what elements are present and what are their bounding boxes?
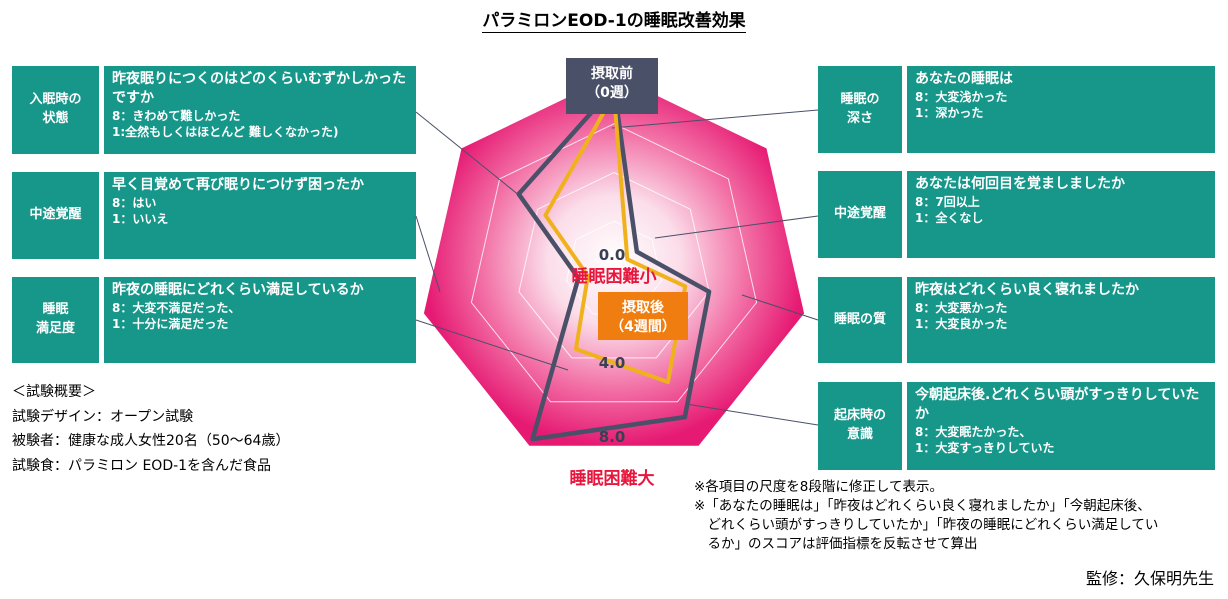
- scale-high: 8：きわめて難しかった: [112, 108, 241, 123]
- right-item-label: 起床時の 意識: [818, 382, 902, 470]
- legend-badge-before: [566, 58, 658, 114]
- question-text: 昨夜はどれくらい良く寝れましたか: [915, 282, 1139, 298]
- legend-label: 摂取後: [622, 299, 665, 316]
- radar-background: [423, 75, 805, 446]
- legend-label: （4週間）: [610, 319, 676, 335]
- series-line-after: [543, 92, 688, 385]
- right-item-night-waking: 中途覚醒 あなたは何回目を覚ましましたか 8：7回以上 1：全くなし: [818, 171, 1215, 258]
- note-line: どれくらい頭がすっきりしていたか」「昨夜の睡眠にどれくらい満足してい: [694, 516, 1159, 533]
- note-line: ※各項目の尺度を8段階に修正して表示。: [694, 479, 943, 495]
- right-item-label: 中途覚醒: [818, 171, 902, 258]
- question-text: あなたは何回目を覚ましましたか: [915, 176, 1125, 192]
- scale-low: 1：深かった: [915, 106, 984, 121]
- supervisor-credit: 監修：久保明先生: [1085, 569, 1214, 588]
- connector-line: [685, 403, 819, 426]
- connector-line: [415, 319, 569, 371]
- overview-heading: ＜試験概要＞: [12, 384, 96, 400]
- left-item-label: 睡眠 満足度: [12, 277, 99, 363]
- radar-grid-ring: [518, 171, 710, 359]
- right-item-sleep-depth: 睡眠の 深さ あなたの睡眠は 8：大変浅かった 1：深かった: [818, 66, 1215, 153]
- left-item-question-box: 昨夜の睡眠にどれくらい満足しているか 8：大変不満足だった、 1：十分に満足だっ…: [104, 277, 416, 363]
- overview-subjects: 被験者：健康な成人女性20名（50～64歳）: [12, 433, 290, 449]
- left-item-label: 入眠時の 状態: [12, 66, 99, 154]
- scale-high: 8：大変眠たかった、: [915, 424, 1032, 439]
- connector-line: [415, 215, 441, 293]
- overview-food: 試験食：パラミロン EOD-1を含んだ食品: [12, 457, 272, 474]
- right-item-label: 睡眠の 深さ: [818, 66, 902, 153]
- right-item-question-box: 昨夜はどれくらい良く寝れましたか 8：大変悪かった 1：大変良かった: [907, 277, 1215, 363]
- right-item-question-box: あなたの睡眠は 8：大変浅かった 1：深かった: [907, 66, 1215, 153]
- question-text: 早く目覚めて再び眠りにつけず困ったか: [112, 177, 364, 193]
- scale-low: 1：全くなし: [915, 211, 984, 226]
- center-label: 睡眠困難小: [572, 266, 657, 287]
- legend-badge-after: [598, 292, 688, 340]
- right-item-sleep-quality: 睡眠の質 昨夜はどれくらい良く寝れましたか 8：大変悪かった 1：大変良かった: [818, 277, 1215, 363]
- scale-high: 8：はい: [112, 195, 157, 210]
- right-item-label: 睡眠の質: [818, 277, 902, 363]
- tick-label: 8.0: [599, 428, 626, 446]
- tick-label: 0.0: [599, 246, 626, 264]
- right-item-waking-state: 起床時の 意識 今朝起床後.どれくらい頭がすっきりしていたか 8：大変眠たかった…: [818, 382, 1215, 470]
- question-text: あなたの睡眠は: [915, 71, 1013, 87]
- legend-label: 摂取前: [591, 65, 633, 82]
- series-line-before: [516, 84, 712, 442]
- left-item-question-box: 早く目覚めて再び眠りにつけず困ったか 8：はい 1：いいえ: [104, 172, 416, 259]
- question-text: 昨夜眠りにつくのはどのくらいむずかしかったですか: [112, 71, 406, 106]
- overview-design: 試験デザイン：オープン試験: [12, 408, 194, 425]
- left-item-sleep-onset: 入眠時の 状態 昨夜眠りにつくのはどのくらいむずかしかったですか 8：きわめて難…: [12, 66, 416, 154]
- left-item-question-box: 昨夜眠りにつくのはどのくらいむずかしかったですか 8：きわめて難しかった 1:全…: [104, 66, 416, 154]
- tick-label: 4.0: [599, 354, 626, 372]
- radar-grid-ring: [470, 123, 758, 403]
- scale-high: 8：7回以上: [915, 194, 980, 209]
- right-item-question-box: 今朝起床後.どれくらい頭がすっきりしていたか 8：大変眠たかった、 1：大変すっ…: [907, 382, 1215, 470]
- page-title: パラミロンEOD-1の睡眠改善効果: [482, 11, 746, 33]
- question-text: 今朝起床後.どれくらい頭がすっきりしていたか: [915, 387, 1200, 422]
- scale-low: 1：大変すっきりしていた: [915, 440, 1055, 455]
- connector-line: [415, 111, 521, 197]
- connector-line: [611, 109, 819, 129]
- outer-label: 睡眠困難大: [570, 468, 655, 489]
- legend-label: （0週）: [586, 85, 638, 101]
- connector-line: [741, 294, 819, 321]
- study-overview: ＜試験概要＞ 試験デザイン：オープン試験 被験者：健康な成人女性20名（50～6…: [12, 380, 289, 478]
- right-item-question-box: あなたは何回目を覚ましましたか 8：7回以上 1：全くなし: [907, 171, 1215, 258]
- scale-low: 1：十分に満足だった: [112, 317, 229, 332]
- notes: ※各項目の尺度を8段階に修正して表示。 ※「あなたの睡眠は」「昨夜はどれくらい良…: [694, 478, 1158, 554]
- note-line: ※「あなたの睡眠は」「昨夜はどれくらい良く寝れましたか」「今朝起床後、: [694, 497, 1151, 514]
- scale-low: 1：大変良かった: [915, 317, 1008, 332]
- scale-low: 1：いいえ: [112, 212, 169, 227]
- question-text: 昨夜の睡眠にどれくらい満足しているか: [112, 282, 364, 298]
- scale-high: 8：大変不満足だった、: [112, 300, 241, 315]
- scale-high: 8：大変悪かった: [915, 300, 1008, 315]
- note-line: るか」のスコアは評価指標を反転させて算出: [694, 535, 978, 552]
- left-item-night-waking: 中途覚醒 早く目覚めて再び眠りにつけず困ったか 8：はい 1：いいえ: [12, 172, 416, 259]
- connector-line: [654, 215, 819, 239]
- left-item-sleep-satisfaction: 睡眠 満足度 昨夜の睡眠にどれくらい満足しているか 8：大変不満足だった、 1：…: [12, 277, 416, 363]
- left-item-label: 中途覚醒: [12, 172, 99, 259]
- scale-low: 1:全然もしくはほとんど 難しくなかった): [112, 124, 339, 139]
- scale-high: 8：大変浅かった: [915, 89, 1008, 104]
